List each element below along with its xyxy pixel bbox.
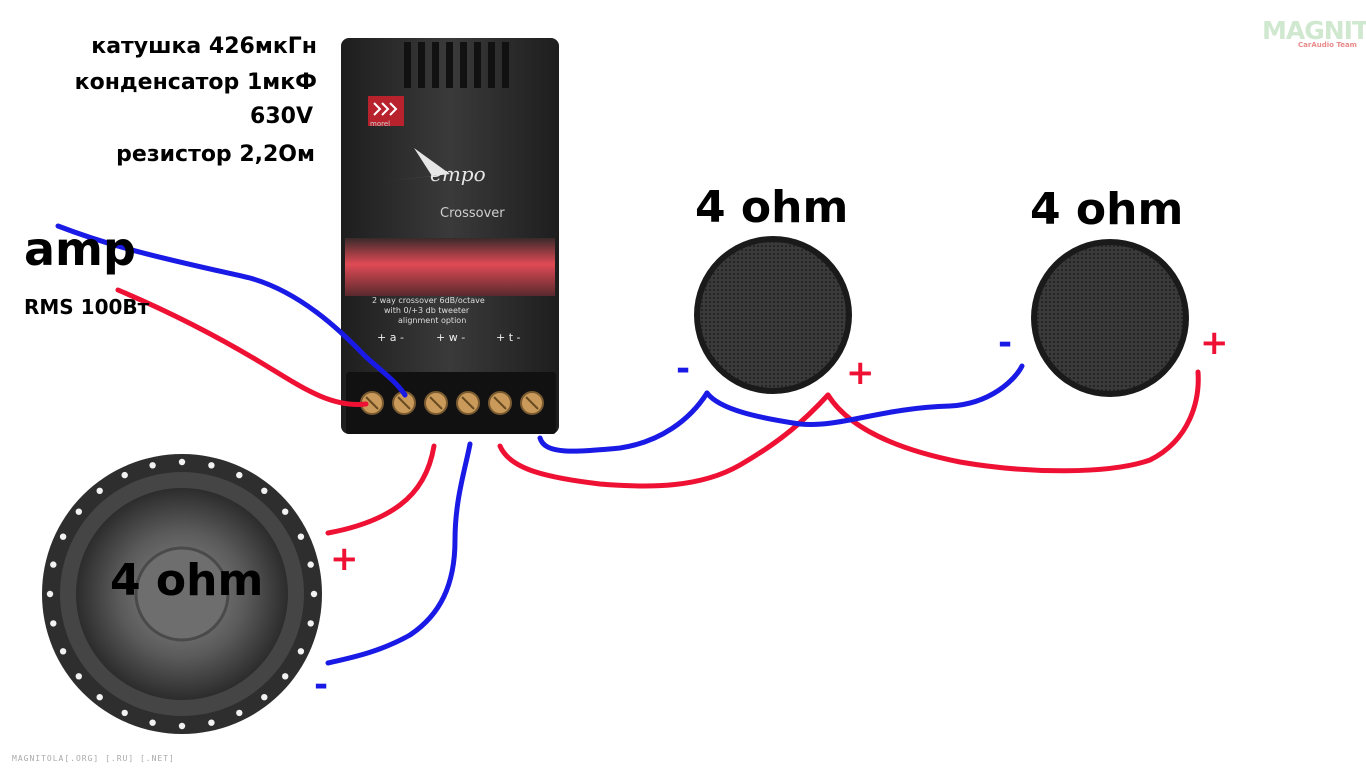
tweeter-left-plus: + xyxy=(846,353,875,393)
woofer-mount-hole xyxy=(50,561,57,568)
spec-capacitor: конденсатор 1мкФ xyxy=(74,70,317,95)
tweeter-right-grille xyxy=(1037,245,1183,391)
woofer-mount-hole xyxy=(121,709,128,717)
terminal-screw-slot xyxy=(397,396,411,410)
woofer-mount-hole xyxy=(208,719,215,726)
amp-positive-wire xyxy=(115,287,369,407)
woofer-mount-hole xyxy=(121,471,128,479)
woofer-mount-hole xyxy=(50,620,57,627)
tempo-mark-icon xyxy=(380,148,450,182)
tweeter-positive-wire xyxy=(497,392,831,489)
tweeter-right-positive-wire xyxy=(825,369,1201,474)
terminal-screw-slot xyxy=(525,396,539,410)
watermark-logo-sub: CarAudio Team xyxy=(1298,41,1357,49)
tweeter-right-plus: + xyxy=(1200,323,1229,363)
woofer-mount-hole xyxy=(261,694,268,701)
woofer-mount-holes xyxy=(46,458,318,730)
amp-negative-wire xyxy=(55,223,408,398)
woofer-negative-wire xyxy=(325,441,473,666)
crossover-desc-line3: alignment option xyxy=(398,316,467,325)
woofer-mount-hole xyxy=(96,694,103,701)
woofer-mount-hole xyxy=(46,590,54,598)
woofer-mount-hole xyxy=(236,709,243,717)
spec-voltage: 630V xyxy=(250,104,313,129)
tweeter-left-impedance: 4 ohm xyxy=(695,182,849,233)
woofer-positive-wire xyxy=(325,443,437,536)
terminal-label-tweeter: + t - xyxy=(496,331,521,344)
woofer-mount-hole xyxy=(208,462,215,469)
crossover-body xyxy=(341,38,559,434)
crossover-desc-line2: with 0/+3 db tweeter xyxy=(384,306,470,315)
woofer-mount-hole xyxy=(178,458,186,466)
woofer-mount-hole xyxy=(59,533,67,540)
woofer-mount-hole xyxy=(236,471,243,479)
terminal-screw-slot xyxy=(365,396,379,410)
woofer-dust-cap xyxy=(134,546,230,642)
woofer-mount-hole xyxy=(178,722,186,730)
terminal-screw-slot xyxy=(461,396,475,410)
tweeter-right-impedance: 4 ohm xyxy=(1030,184,1184,235)
amp-title: amp xyxy=(24,222,136,276)
woofer-mount-hole xyxy=(282,673,289,680)
woofer-mount-hole xyxy=(307,561,314,568)
amp-rms: RMS 100Вт xyxy=(24,295,150,319)
woofer-mount-hole xyxy=(75,508,83,515)
wires xyxy=(55,223,1201,666)
watermark-footer: MAGNITOLA[.ORG] [.RU] [.NET] xyxy=(12,754,175,763)
terminal-label-woofer: + w - xyxy=(436,331,466,344)
woofer-minus: - xyxy=(314,665,329,705)
crossover-desc-line1: 2 way crossover 6dB/octave xyxy=(372,296,485,305)
woofer-mount-hole xyxy=(282,508,289,515)
terminal-label-amp: + a - xyxy=(377,331,404,344)
tweeter-right xyxy=(1031,239,1189,397)
woofer-mount-hole xyxy=(75,673,83,680)
crossover-model-text: empo xyxy=(430,162,486,186)
crossover-brand-text: morel xyxy=(370,120,391,128)
tweeter-negative-wire xyxy=(537,390,710,454)
woofer-mount-hole xyxy=(59,648,67,655)
woofer-mount-hole xyxy=(310,590,318,598)
tweeter-left-minus: - xyxy=(676,349,691,389)
terminal-screw-slot xyxy=(493,396,507,410)
tweeter-right-negative-wire xyxy=(704,363,1025,428)
woofer-plus: + xyxy=(330,539,359,579)
tweeter-left-grille xyxy=(700,242,846,388)
tweeter-right-minus: - xyxy=(998,323,1013,363)
watermark-logo: MAGNITOLA xyxy=(1262,16,1366,45)
woofer-mount-hole xyxy=(307,620,314,627)
crossover-unit xyxy=(341,38,559,434)
woofer-impedance: 4 ohm xyxy=(110,555,264,606)
tweeter-left xyxy=(694,236,852,394)
crossover-vents xyxy=(404,42,509,88)
spec-resistor: резистор 2,2Ом xyxy=(116,142,315,167)
woofer-mount-hole xyxy=(96,487,103,494)
woofer-mount-hole xyxy=(149,719,156,726)
crossover-subtitle-text: Crossover xyxy=(440,206,505,221)
woofer-mount-hole xyxy=(297,648,305,655)
crossover-red-band xyxy=(345,238,555,296)
woofer-mount-hole xyxy=(149,462,156,469)
woofer xyxy=(42,454,322,734)
woofer-mount-hole xyxy=(261,487,268,494)
terminal-screw-slot xyxy=(429,396,443,410)
woofer-mount-hole xyxy=(297,533,305,540)
spec-coil: катушка 426мкГн xyxy=(91,34,317,59)
terminal-screws xyxy=(360,391,544,415)
